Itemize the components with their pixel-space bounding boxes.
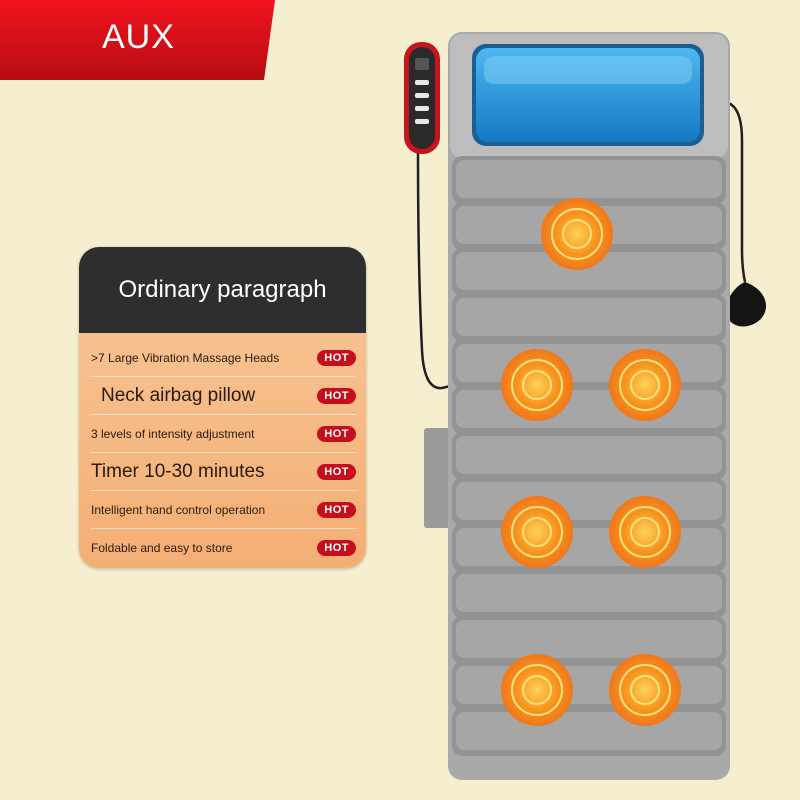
list-item: 3 levels of intensity adjustment HOT [91, 415, 356, 453]
controller-button [415, 106, 429, 111]
hand-controller [404, 42, 440, 154]
card-title: Ordinary paragraph [79, 247, 366, 333]
feature-list: >7 Large Vibration Massage Heads HOT Nec… [79, 333, 366, 566]
mat-segment-highlight [456, 666, 722, 704]
list-item: >7 Large Vibration Massage Heads HOT [91, 339, 356, 377]
list-item: Intelligent hand control operation HOT [91, 491, 356, 529]
mat-segment-highlight [456, 344, 722, 382]
mat-segment-highlight [456, 482, 722, 520]
pump-cord [724, 100, 747, 283]
feature-label: >7 Large Vibration Massage Heads [91, 350, 280, 365]
massage-mat-illustration [404, 32, 767, 780]
vibration-ring [630, 675, 660, 705]
list-item: Timer 10-30 minutes HOT [91, 453, 356, 491]
feature-label: 3 levels of intensity adjustment [91, 426, 255, 441]
vibration-ring [522, 370, 552, 400]
vibration-ring [630, 370, 660, 400]
mat-segment-highlight [456, 298, 722, 336]
mat-segment-highlight [456, 528, 722, 566]
feature-label: Neck airbag pillow [101, 384, 256, 406]
hot-badge: HOT [317, 539, 356, 556]
vibration-head-group [501, 198, 681, 726]
pillow-highlight [484, 56, 692, 84]
controller-button [415, 119, 429, 124]
hot-badge: HOT [317, 463, 356, 480]
list-item: Foldable and easy to store HOT [91, 529, 356, 566]
remote-cord [416, 151, 456, 390]
vibration-ring [511, 359, 563, 411]
vibration-ring [619, 506, 671, 558]
feature-label: Foldable and easy to store [91, 540, 233, 555]
vibration-ring [551, 208, 603, 260]
vibration-ring [511, 664, 563, 716]
vibration-ring [562, 219, 592, 249]
vibration-ring [522, 517, 552, 547]
mat-segment-highlight [456, 620, 722, 658]
vibration-ring [511, 506, 563, 558]
hot-badge: HOT [317, 501, 356, 518]
side-pocket [424, 428, 452, 528]
hot-badge: HOT [317, 349, 356, 366]
hot-badge: HOT [317, 387, 356, 404]
vibration-ring [619, 664, 671, 716]
feature-card: Ordinary paragraph >7 Large Vibration Ma… [79, 247, 366, 568]
mat-segment-highlight [456, 390, 722, 428]
feature-label: Intelligent hand control operation [91, 502, 266, 517]
mat-segment-highlight [456, 252, 722, 290]
list-item: Neck airbag pillow HOT [91, 377, 356, 415]
brand-banner [0, 0, 275, 80]
controller-button [415, 80, 429, 85]
mat-segment-highlight [456, 160, 722, 198]
controller-button [415, 93, 429, 98]
air-pump-bulb [725, 282, 767, 327]
brand-logo-text: AUX [102, 18, 175, 56]
mat-segment-highlight [456, 436, 722, 474]
mat-segment-highlight [456, 574, 722, 612]
vibration-ring [619, 359, 671, 411]
mat-segment-highlight [456, 712, 722, 750]
feature-label: Timer 10-30 minutes [91, 460, 265, 482]
vibration-ring [630, 517, 660, 547]
vibration-ring [522, 675, 552, 705]
hot-badge: HOT [317, 425, 356, 442]
controller-display [415, 58, 429, 70]
